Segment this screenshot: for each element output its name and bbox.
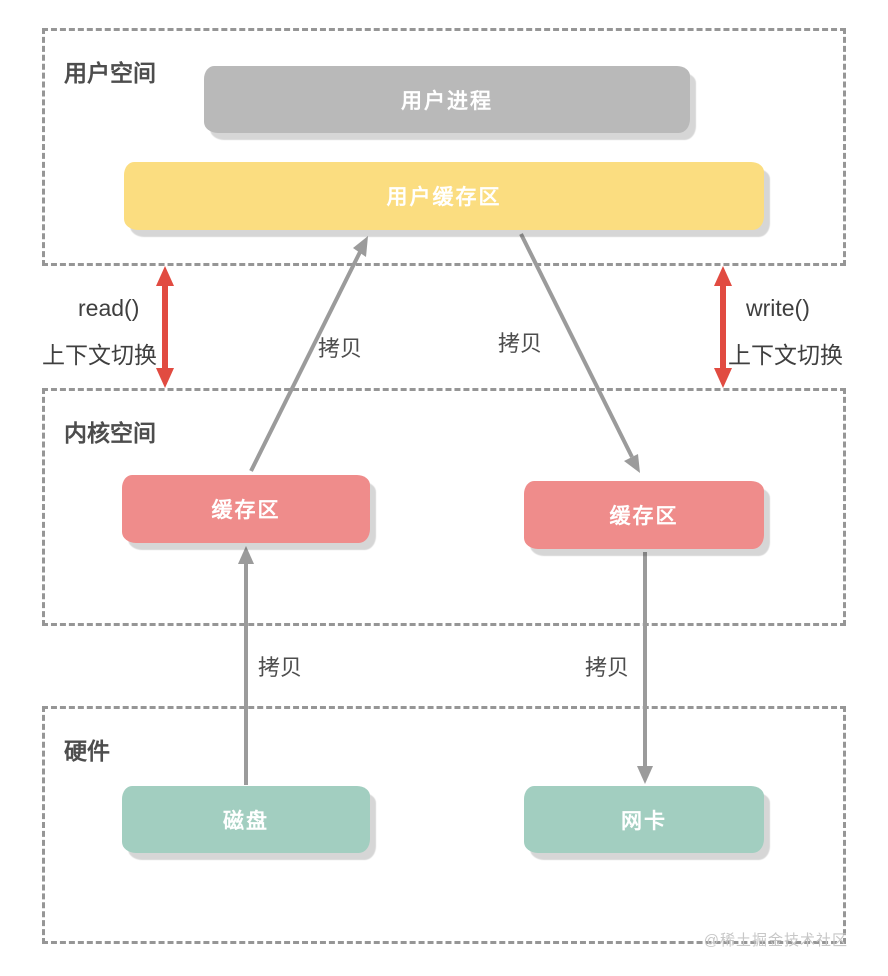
write-call-label: write() — [746, 295, 810, 321]
nic-node: 网卡 — [524, 786, 764, 853]
write-context-switch-label: 上下文切换 — [728, 342, 843, 368]
user-buffer-label: 用户缓存区 — [386, 186, 502, 209]
write-context-switch-arrow-head-bottom — [714, 368, 732, 388]
watermark: @稀土掘金技术社区 — [703, 932, 848, 949]
nic-label: 网卡 — [621, 809, 667, 833]
kernel-buffer-right-label: 缓存区 — [609, 505, 679, 528]
user-space-section — [42, 28, 846, 266]
write-context-switch-arrow-head-top — [714, 266, 732, 286]
user-process-label: 用户进程 — [401, 89, 493, 113]
read-context-switch-arrow-head-bottom — [156, 368, 174, 388]
disk-node: 磁盘 — [122, 786, 370, 853]
read-context-switch-label: 上下文切换 — [42, 342, 157, 368]
copy-label-kernel-to-nic: 拷贝 — [585, 655, 630, 680]
read-call-label: read() — [78, 295, 140, 321]
user-process-node: 用户进程 — [204, 66, 690, 133]
kernel-buffer-left-node: 缓存区 — [122, 475, 370, 543]
copy-label-user-to-kernel: 拷贝 — [498, 331, 543, 356]
disk-label: 磁盘 — [223, 809, 269, 833]
kernel-space-section — [42, 388, 846, 626]
copy-label-disk-to-kernel: 拷贝 — [258, 655, 303, 680]
copy-label-kernel-to-user: 拷贝 — [318, 336, 363, 361]
user-space-label: 用户空间 — [64, 60, 156, 86]
kernel-space-label: 内核空间 — [64, 420, 156, 446]
kernel-buffer-right-node: 缓存区 — [524, 481, 764, 549]
kernel-buffer-left-label: 缓存区 — [211, 499, 281, 522]
hardware-section — [42, 706, 846, 944]
read-context-switch-arrow-head-top — [156, 266, 174, 286]
hardware-label: 硬件 — [64, 738, 110, 764]
user-buffer-node: 用户缓存区 — [124, 162, 764, 230]
